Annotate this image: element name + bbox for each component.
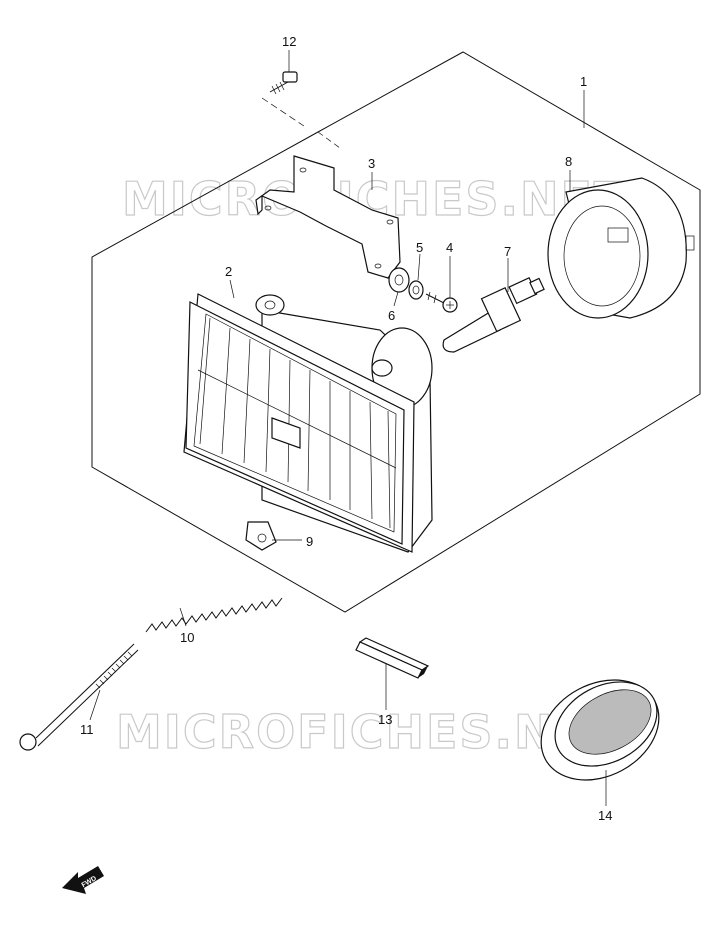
callout-13: 13 <box>378 712 392 727</box>
headlight-part-2[interactable] <box>183 293 433 553</box>
callout-1: 1 <box>580 74 587 89</box>
callout-6: 6 <box>388 308 395 323</box>
spacer-part-13[interactable] <box>355 637 430 679</box>
callout-12: 12 <box>282 34 296 49</box>
callout-11: 11 <box>80 722 94 737</box>
callout-8: 8 <box>565 154 572 169</box>
callout-2: 2 <box>225 264 232 279</box>
callout-9: 9 <box>306 534 313 549</box>
spring-part-10[interactable] <box>145 597 283 633</box>
leader-lines <box>89 50 607 806</box>
washer-part-6[interactable] <box>388 267 410 293</box>
lens-ribs <box>197 317 397 529</box>
callout-7: 7 <box>504 244 511 259</box>
callout-3: 3 <box>368 156 375 171</box>
screw-part-4[interactable] <box>425 291 458 313</box>
screw-part-12[interactable] <box>261 71 305 127</box>
callout-4: 4 <box>446 240 453 255</box>
washer-part-5[interactable] <box>408 280 424 300</box>
bulb-part-7[interactable] <box>442 276 545 353</box>
socket-cover-part-8[interactable] <box>547 177 695 319</box>
callout-10: 10 <box>180 630 194 645</box>
watermark-bottom: MICROFICHES.NET <box>116 705 621 759</box>
assembly-boundary <box>91 51 701 613</box>
fwd-arrow-icon: FWD <box>62 866 104 894</box>
bolt-part-11[interactable] <box>19 643 139 751</box>
callout-5: 5 <box>416 240 423 255</box>
callouts: 12 1 3 8 4 5 7 2 6 9 10 11 13 14 <box>80 34 612 823</box>
bracket-part-3[interactable] <box>255 155 401 279</box>
reflector-part-14[interactable] <box>524 660 677 799</box>
callout-14: 14 <box>598 808 612 823</box>
clip-part-9[interactable] <box>245 521 277 551</box>
